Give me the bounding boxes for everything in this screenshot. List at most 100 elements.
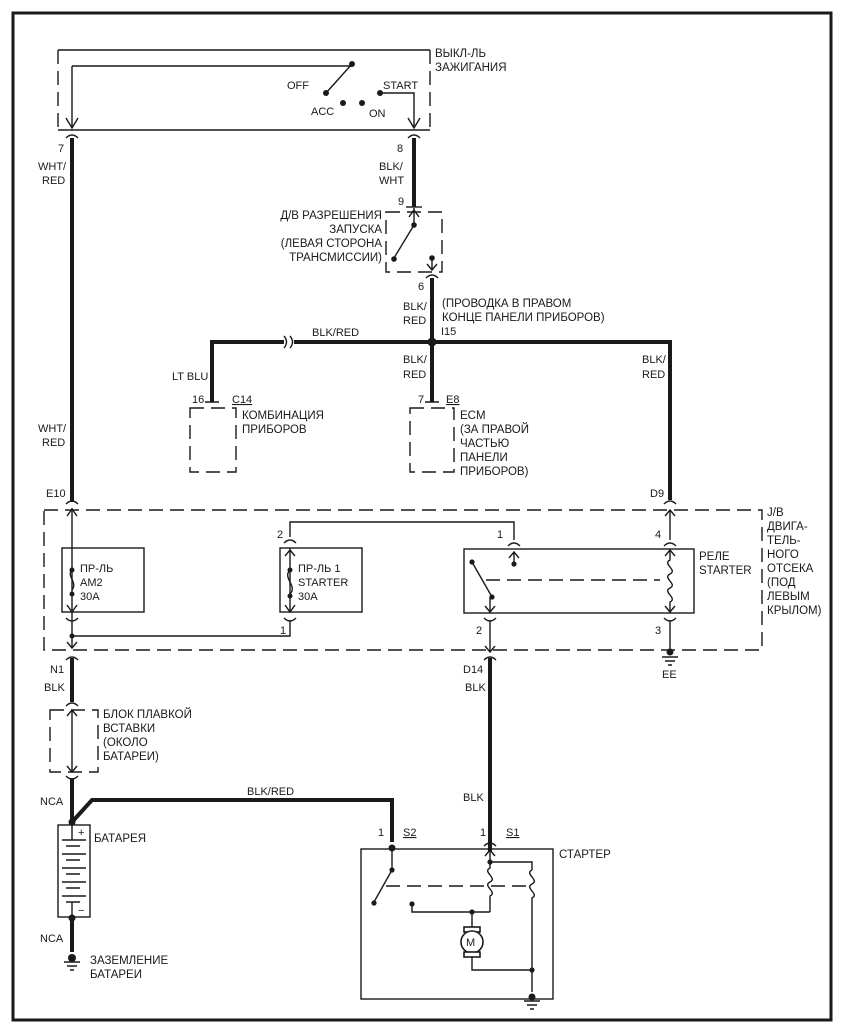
starter-s2-id: S2 [403, 827, 416, 839]
starter: 1 S2 1 S1 СТАРТЕР M [360, 827, 611, 1010]
meter-pin-16: 16 [192, 394, 204, 406]
wire-nca-2: NCA [40, 933, 64, 945]
battery-minus: − [78, 905, 84, 917]
battery-plus: + [78, 827, 84, 839]
battery-ground-1: ЗАЗЕМЛЕНИЕ [90, 955, 168, 967]
nss-title-3: (ЛЕВАЯ СТОРОНА [281, 238, 383, 250]
relay-title-2: STARTER [699, 565, 752, 577]
ignition-off-label: OFF [287, 80, 309, 92]
splice-i15: I15 [441, 326, 456, 338]
relay-ground-ee: EE [662, 669, 677, 681]
wire-wht-red-2a: WHT/ [38, 423, 67, 435]
ecm-pin-7: 7 [418, 394, 424, 406]
wire-nca-1: NCA [40, 796, 64, 808]
starter-motor-label: M [466, 937, 475, 949]
jb-connector-d9: D9 [650, 488, 664, 500]
ecm-title-2: (ЗА ПРАВОЙ [460, 423, 529, 436]
ecm-title-1: ECM [460, 410, 486, 422]
jb-title-7: ЛЕВЫМ [767, 591, 810, 603]
wire-blk-3: BLK [463, 792, 484, 804]
flb-title-4: БАТАРЕИ) [103, 751, 159, 763]
ecm-title-5: ПРИБОРОВ) [460, 466, 529, 478]
meter-connector-c14: C14 [232, 394, 252, 406]
ignition-switch-title-2: ЗАЖИГАНИЯ [435, 62, 507, 74]
wiring-note-1: (ПРОВОДКА В ПРАВОМ [442, 298, 571, 310]
ignition-acc-label: ACC [311, 106, 334, 118]
fuse-st-2: STARTER [298, 577, 348, 589]
battery: + − БАТАРЕЯ [57, 824, 146, 918]
starter-s2-pin: 1 [378, 827, 384, 839]
wire-relay-b: RED [642, 369, 665, 381]
combination-meter: 16 C14 КОМБИНАЦИЯ ПРИБОРОВ [189, 394, 324, 473]
wire-blk-red-b: RED [403, 315, 426, 327]
nss-pin-6: 6 [418, 281, 424, 293]
meter-title-1: КОМБИНАЦИЯ [242, 410, 324, 422]
flb-title-1: БЛОК ПЛАВКОЙ [103, 708, 192, 721]
wire-blk-2: BLK [465, 682, 486, 694]
battery-ground: ЗАЗЕМЛЕНИЕ БАТАРЕИ [64, 954, 168, 981]
wire-blk-red-horiz: BLK/RED [312, 327, 359, 339]
fuse-am2-2: AM2 [80, 577, 103, 589]
wire-ecm-b: RED [403, 369, 426, 381]
jb-title-3: ТЕЛЬ- [767, 535, 801, 547]
wire-blk-red-a: BLK/ [403, 301, 428, 313]
pin-8: 8 [397, 143, 403, 155]
wire-wht-red-2b: RED [42, 437, 65, 449]
fuse-st-3: 30A [298, 591, 318, 603]
wire-blk-wht-a: BLK/ [379, 161, 404, 173]
fuse-am2-3: 30A [80, 591, 100, 603]
page-frame [11, 11, 833, 1022]
fusible-link-block: БЛОК ПЛАВКОЙ ВСТАВКИ (ОКОЛО БАТАРЕИ) [49, 702, 192, 780]
jb-connector-n1: N1 [50, 664, 64, 676]
fuse-st-pin-1: 1 [280, 625, 286, 637]
jb-title-6: (ПОД [767, 577, 796, 589]
jb-title-4: НОГО [767, 549, 799, 561]
fuse-st-1: ПР-ЛЬ 1 [298, 563, 341, 575]
wire-blk-1: BLK [44, 682, 65, 694]
ecm-title-4: ПАНЕЛИ [460, 452, 508, 464]
jb-title-2: ДВИГА- [767, 521, 808, 533]
flb-title-2: ВСТАВКИ [103, 723, 155, 735]
jb-connector-d14: D14 [463, 664, 483, 676]
wire-wht-red-1a: WHT/ [38, 161, 67, 173]
nss-title-1: Д/В РАЗРЕШЕНИЯ [280, 210, 382, 222]
nss-title-2: ЗАПУСКА [329, 224, 382, 236]
starter-title: СТАРТЕР [559, 849, 611, 861]
jb-connector-e10: E10 [46, 488, 66, 500]
relay-pin-2: 2 [476, 625, 482, 637]
ecm: 7 E8 ECM (ЗА ПРАВОЙ ЧАСТЬЮ ПАНЕЛИ ПРИБОР… [409, 394, 529, 478]
relay-title-1: РЕЛЕ [699, 551, 730, 563]
wire-blk-red-bottom: BLK/RED [247, 786, 294, 798]
jb-title-1: J/B [767, 507, 784, 519]
fuse-st-pin-2: 2 [277, 529, 283, 541]
ecm-connector-e8: E8 [446, 394, 459, 406]
ignition-switch-title-1: ВЫКЛ-ЛЬ [435, 48, 486, 60]
relay-pin-1: 1 [497, 529, 503, 541]
wire-wht-red-1b: RED [42, 175, 65, 187]
nss-title-4: ТРАНСМИССИИ) [289, 252, 382, 264]
wiring-note-2: КОНЦЕ ПАНЕЛИ ПРИБОРОВ) [442, 312, 605, 324]
pin-7: 7 [58, 143, 64, 155]
neutral-start-switch: 9 6 Д/В РАЗРЕШЕНИЯ ЗАПУСКА (ЛЕВАЯ СТОРОН… [280, 196, 443, 293]
ignition-switch: OFF ACC ON START ВЫКЛ-ЛЬ ЗАЖИГАНИЯ [57, 48, 507, 131]
jb-title-8: КРЫЛОМ) [767, 605, 822, 617]
starter-s1-pin: 1 [480, 827, 486, 839]
wire-ecm-a: BLK/ [403, 354, 428, 366]
relay-pin-4: 4 [655, 529, 661, 541]
battery-title: БАТАРЕЯ [94, 833, 146, 845]
meter-title-2: ПРИБОРОВ [242, 424, 307, 436]
ignition-on-label: ON [369, 108, 386, 120]
ignition-start-label: START [383, 80, 418, 92]
relay-pin-3: 3 [655, 625, 661, 637]
flb-title-3: (ОКОЛО [103, 737, 148, 749]
splice-point [427, 337, 437, 347]
wire-blk-wht-b: WHT [379, 175, 404, 187]
wire-relay-a: BLK/ [642, 354, 667, 366]
ecm-title-3: ЧАСТЬЮ [460, 438, 510, 450]
junction-block: E10 D9 J/B ДВИГА- ТЕЛЬ- НОГО ОТСЕКА (ПОД… [43, 488, 822, 681]
fuse-am2-1: ПР-ЛЬ [80, 563, 113, 575]
jb-title-5: ОТСЕКА [767, 563, 814, 575]
wire-lt-blu: LT BLU [172, 371, 208, 383]
starter-s1-id: S1 [506, 827, 519, 839]
